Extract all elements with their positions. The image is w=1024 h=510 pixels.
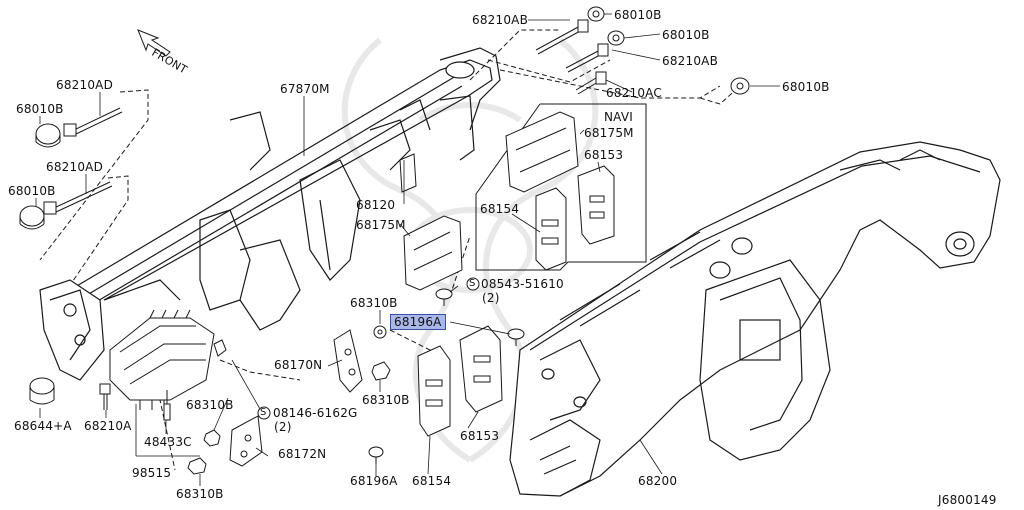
clip-68196a-1 (507, 328, 525, 346)
nut-68310b-4 (187, 457, 207, 475)
label-68153-2: 68153 (460, 429, 500, 443)
screw-08543-51610 (435, 288, 453, 306)
label-68120: 68120 (356, 198, 396, 212)
washer-68010b-2 (607, 30, 625, 46)
label-68175m-1: 68175M (584, 126, 634, 140)
screw-symbol-icon (257, 277, 480, 420)
label-68210ab-2: 68210AB (662, 54, 719, 68)
bracket-68120 (399, 153, 417, 193)
label-68210ad-1: 68210AD (56, 78, 114, 92)
bracket-48433c (163, 390, 171, 421)
label-68175m-2: 68175M (356, 218, 406, 232)
label-68010b-4: 68010B (16, 102, 64, 116)
nut-68310b-1 (373, 325, 387, 339)
label-68644a: 68644+A (14, 419, 72, 433)
label-68196a-2: 68196A (350, 474, 398, 488)
label-68170n: 68170N (274, 358, 323, 372)
label-68210ad-2: 68210AD (46, 160, 104, 174)
bolt-68210ad-2 (43, 181, 113, 215)
label-68210a: 68210A (84, 419, 132, 433)
label-08543-qty: (2) (482, 291, 500, 305)
bracket-68175m (403, 215, 463, 291)
cross-member-67870m (39, 47, 501, 381)
label-navi: NAVI (604, 110, 633, 124)
navi-bracket-68154 (535, 187, 567, 271)
washer-68010b-1 (587, 6, 605, 22)
label-68196a-highlighted[interactable]: 68196A (390, 314, 446, 330)
label-68210ab-1: 68210AB (472, 13, 529, 27)
label-68200: 68200 (638, 474, 678, 488)
diagram-id: J6800149 (938, 493, 997, 507)
clip-68196a-2 (368, 446, 384, 464)
nut-68310b-2 (371, 361, 391, 381)
label-98515: 98515 (132, 466, 172, 480)
bolt-68210ab-2 (565, 43, 609, 73)
label-68210ac: 68210AC (606, 86, 662, 100)
label-68010b-3: 68010B (782, 80, 830, 94)
airbag-module-98515 (109, 309, 215, 410)
navi-frame (475, 103, 647, 271)
label-68154-2: 68154 (412, 474, 452, 488)
label-68172n: 68172N (278, 447, 327, 461)
front-arrow-icon (137, 29, 171, 57)
bolt-68210ad-1 (63, 107, 123, 137)
label-68010b-2: 68010B (662, 28, 710, 42)
washer-68010b-4 (35, 123, 61, 148)
bolt-68210a (99, 383, 111, 410)
bracket-68172n (229, 415, 263, 467)
label-68310b-1: 68310B (350, 296, 398, 310)
bracket-68154 (417, 345, 451, 437)
label-08543-51610: 08543-51610 (481, 277, 564, 291)
screw-symbol-2: S (260, 407, 267, 418)
label-68010b-1: 68010B (614, 8, 662, 22)
label-48433c: 48433C (144, 435, 192, 449)
label-68153-1: 68153 (584, 148, 624, 162)
label-68154-1: 68154 (480, 202, 520, 216)
instrument-panel-68200 (509, 141, 1001, 497)
leader-lines (35, 13, 780, 486)
label-68310b-2: 68310B (362, 393, 410, 407)
label-68310b-3: 68310B (186, 398, 234, 412)
bracket-68170n (333, 329, 363, 393)
bracket-68153 (459, 325, 503, 413)
washer-68010b-3 (730, 77, 750, 95)
screw-symbol-1: S (469, 278, 476, 289)
navi-bracket-68153 (577, 165, 615, 245)
clip-08146 (213, 339, 227, 357)
label-08146-6162g: 08146-6162G (273, 406, 358, 420)
nut-68310b-3 (203, 429, 221, 447)
label-67870m: 67870M (280, 82, 330, 96)
label-08146-qty: (2) (274, 420, 292, 434)
label-68010b-5: 68010B (8, 184, 56, 198)
bolt-68210ac (575, 71, 607, 95)
label-68310b-4: 68310B (176, 487, 224, 501)
cap-68644a (29, 377, 55, 405)
bolt-68210ab-1 (535, 19, 589, 55)
navi-bracket-68175m (505, 111, 579, 193)
washer-68010b-5 (19, 205, 45, 230)
